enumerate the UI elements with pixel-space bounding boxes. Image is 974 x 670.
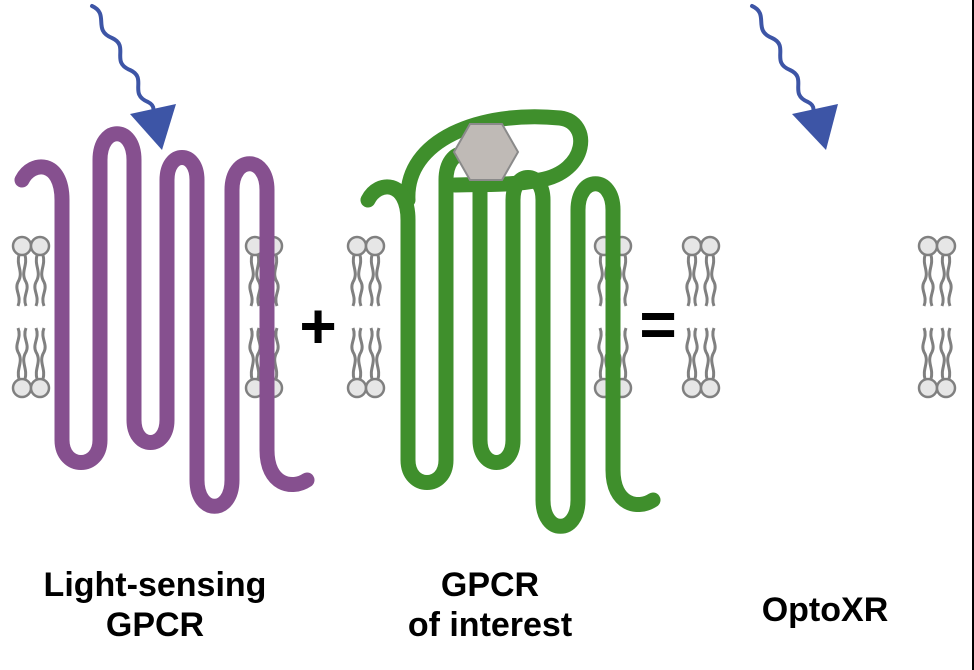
optoxr-receptor-green: [697, 134, 974, 507]
phospholipid-icon: [683, 237, 719, 397]
phospholipid-icon: [348, 237, 384, 397]
optoxr-panel: [683, 4, 974, 507]
ligand-hexagon-icon: [452, 123, 520, 181]
gpcr-interest-receptor: [368, 154, 653, 527]
plus-operator: +: [299, 290, 336, 362]
optoxr-receptor-purple: [697, 134, 974, 507]
light-sensing-caption: Light-sensing GPCR: [43, 566, 267, 644]
light-arrow-icon: [90, 4, 176, 150]
optoxr-caption: OptoXR: [761, 591, 889, 629]
phospholipid-icon: [13, 237, 49, 397]
light-sensing-receptor: [22, 134, 307, 507]
frame-edge: [972, 0, 974, 670]
phospholipid-icon: [919, 237, 955, 397]
gpcr-interest-n-terminal: [400, 109, 589, 208]
gpcr-interest-panel: [348, 109, 653, 527]
light-sensing-panel: [13, 4, 307, 507]
gpcr-interest-caption: GPCR of interest: [407, 566, 573, 644]
light-arrow-icon: [750, 4, 838, 150]
equals-operator: =: [639, 288, 676, 360]
